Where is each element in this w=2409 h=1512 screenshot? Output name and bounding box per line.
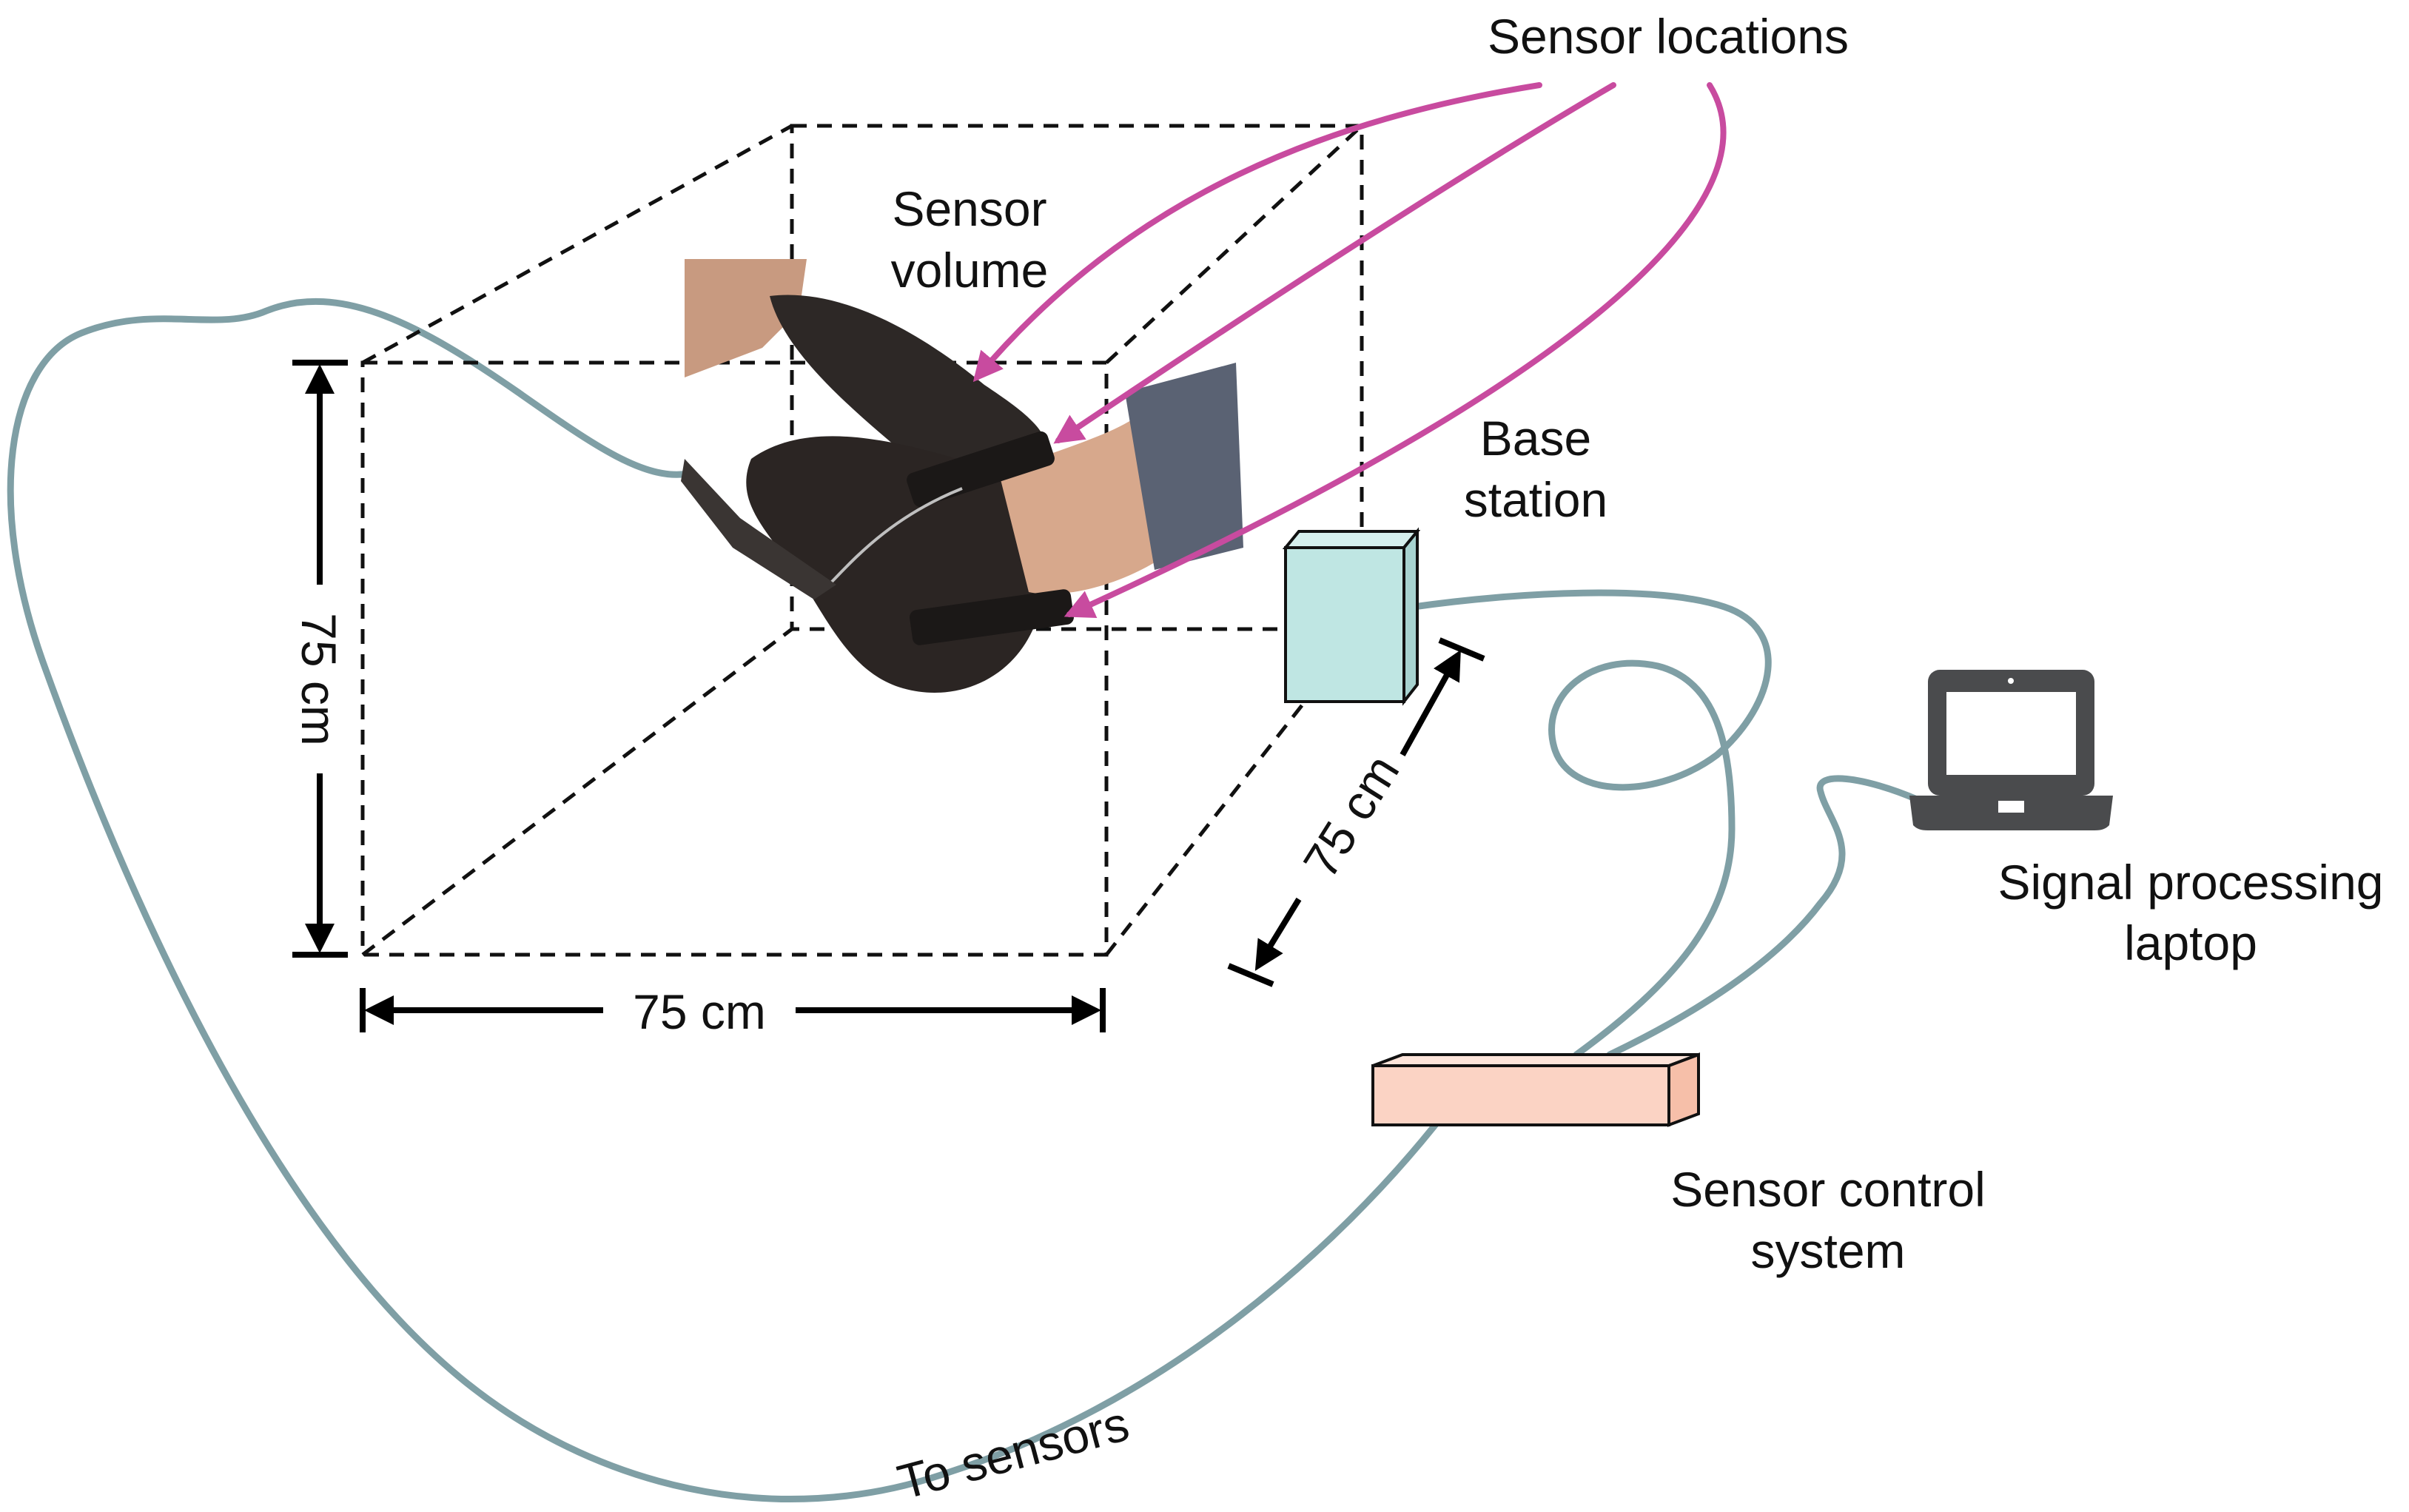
height-dimension [292, 360, 348, 958]
to-sensors-label: To sensors [892, 1396, 1134, 1510]
sensor-locations-label: Sensor locations [1488, 9, 1849, 64]
sensor-cable [7, 298, 1451, 1502]
sensor-location-pointers [972, 82, 1727, 618]
depth-dimension-label: 75 cm [1292, 745, 1409, 887]
base-station-label-line1: Base [1480, 411, 1591, 466]
sensor-control-box [1371, 1052, 1700, 1127]
sensor-volume-label-line1: Sensor [892, 181, 1046, 236]
sensor-volume-cube [360, 124, 1364, 957]
laptop-label-line1: Signal processing [1998, 855, 2384, 910]
base-station [1282, 527, 1421, 706]
laptop-label-line2: laptop [2124, 915, 2257, 970]
sensor-volume-label-line2: volume [891, 243, 1049, 298]
width-dimension-label: 75 cm [633, 984, 766, 1039]
base-station-cable [1410, 589, 1772, 1058]
foot-with-sensors [681, 259, 1243, 693]
width-dimension [360, 988, 1106, 1032]
laptop-cable [1606, 775, 1921, 1058]
depth-dimension [1227, 637, 1485, 987]
sensor-control-label-line2: system [1750, 1223, 1905, 1278]
height-dimension-label: 75 cm [292, 613, 346, 746]
sensor-control-label-line1: Sensor control [1670, 1162, 1986, 1217]
base-station-label-line2: station [1464, 472, 1607, 527]
laptop-icon [1909, 670, 2113, 830]
